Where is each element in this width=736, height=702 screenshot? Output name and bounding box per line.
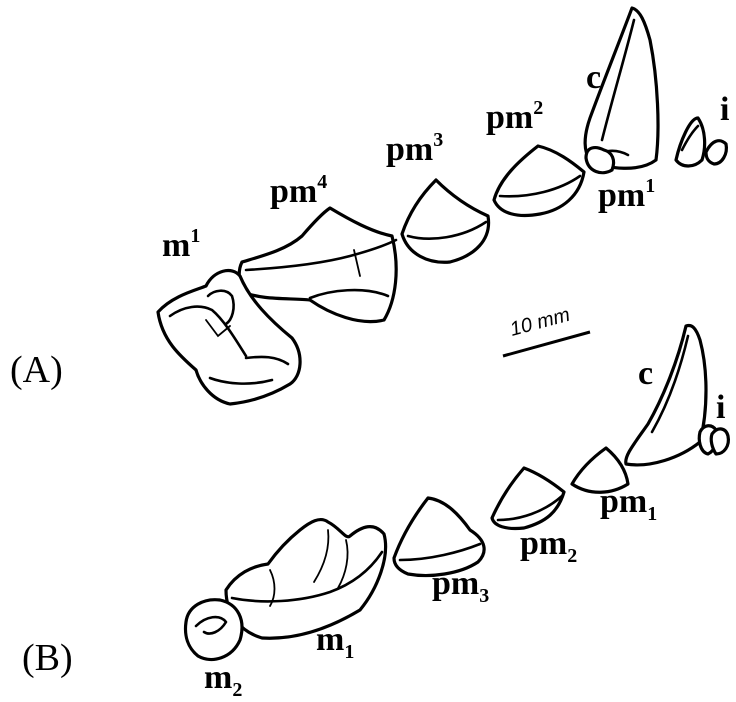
label-upper-c: c — [586, 59, 601, 96]
label-lower-m1: m1 — [316, 621, 354, 663]
upper-pm4 — [239, 208, 396, 322]
upper-pm2 — [494, 146, 584, 215]
label-upper-pm3: pm3 — [386, 129, 443, 168]
label-upper-pm1: pm1 — [598, 175, 655, 214]
scale-bar: 10 mm — [503, 304, 590, 356]
lower-m1 — [226, 520, 386, 639]
label-upper-pm4: pm4 — [270, 171, 327, 210]
upper-incisors — [676, 118, 726, 166]
label-lower-pm1: pm1 — [600, 483, 657, 525]
label-lower-pm2: pm2 — [520, 525, 577, 567]
lower-canine — [626, 326, 706, 465]
label-upper-pm2: pm2 — [486, 97, 543, 136]
label-lower-i: i — [716, 389, 725, 426]
lower-m2 — [186, 600, 242, 660]
label-lower-m2: m2 — [204, 659, 242, 701]
upper-pm1 — [586, 148, 614, 173]
lower-incisors — [699, 426, 728, 454]
lower-pm2 — [492, 468, 564, 529]
label-lower-pm3: pm3 — [432, 565, 489, 607]
label-upper-m1: m1 — [162, 225, 200, 264]
scale-bar-label: 10 mm — [508, 304, 573, 341]
upper-pm3 — [402, 180, 489, 262]
label-lower-c: c — [638, 355, 653, 392]
label-upper-i: i — [720, 91, 729, 128]
panel-labels: (A) (B) — [10, 349, 73, 679]
lower-pm3 — [394, 498, 484, 576]
panel-label-b: (B) — [22, 637, 73, 679]
panel-label-a: (A) — [10, 349, 63, 391]
